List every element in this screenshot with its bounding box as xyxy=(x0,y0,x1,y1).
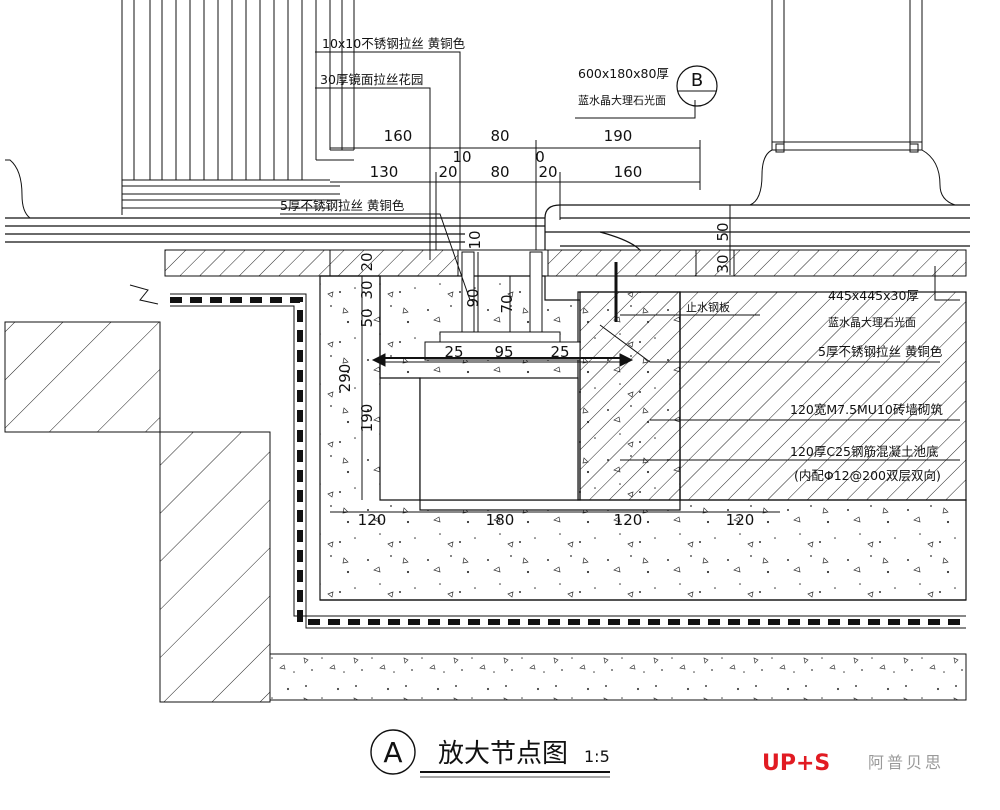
dim-channel-25b: 25 xyxy=(550,343,569,361)
dim-channel-95: 95 xyxy=(494,343,513,361)
section-marker-b: B xyxy=(676,65,718,107)
dim-top-190: 190 xyxy=(604,127,633,145)
dim-row2-20a: 20 xyxy=(438,163,457,181)
callout-marble-1-name: 蓝水晶大理石光面 xyxy=(578,93,666,107)
callout-concrete: 120厚C25钢筋混凝土池底 xyxy=(790,444,939,459)
dim-top-10: 10 xyxy=(452,148,471,166)
title-scale: 1:5 xyxy=(584,747,610,766)
dim-left-290: 290 xyxy=(336,364,354,393)
title-text: 放大节点图 xyxy=(438,739,568,769)
dim-top-160: 160 xyxy=(384,127,413,145)
callouts: 10x10不锈钢拉丝 黄铜色 30厚镜面拉丝花园 600x180x80厚 蓝水晶… xyxy=(280,36,943,483)
brand-ups: UP+S xyxy=(762,751,830,776)
existing-structure xyxy=(4,284,271,703)
leader-lines xyxy=(280,51,960,461)
stainless-channel xyxy=(371,251,634,367)
callout-marble-1-size: 600x180x80厚 xyxy=(578,66,669,81)
dim-channel-70: 70 xyxy=(498,294,516,313)
dim-right-30: 30 xyxy=(714,254,732,273)
dim-row2-80: 80 xyxy=(490,163,509,181)
dim-right-50: 50 xyxy=(714,222,732,241)
dim-left-20: 20 xyxy=(358,252,376,271)
callout-steel-5: 5厚不锈钢拉丝 黄铜色 xyxy=(818,344,943,359)
dim-left-190: 190 xyxy=(358,404,376,433)
dim-channel-25a: 25 xyxy=(444,343,463,361)
dim-row2-130: 130 xyxy=(370,163,399,181)
dim-bottom-120a: 120 xyxy=(358,511,387,529)
callout-steel-strip: 5厚不锈钢拉丝 黄铜色 xyxy=(280,198,405,213)
dim-top-80: 80 xyxy=(490,127,509,145)
dimension-lines xyxy=(330,140,780,513)
dim-top-0: 0 xyxy=(535,148,545,166)
brand-logo: UP+S 阿普贝思 xyxy=(762,751,944,776)
dim-channel-90: 90 xyxy=(464,288,482,307)
callout-marble-2-name: 蓝水晶大理石光面 xyxy=(828,315,916,329)
title-marker: A xyxy=(383,736,402,769)
callout-brick: 120宽M7.5MU10砖墙砌筑 xyxy=(790,402,943,417)
paving-lines xyxy=(5,204,970,251)
dim-left-30: 30 xyxy=(358,280,376,299)
waterproof-membrane xyxy=(170,293,966,629)
callout-rebar: (内配Φ12@200双层双向) xyxy=(794,468,941,483)
dim-bottom-120b: 120 xyxy=(614,511,643,529)
dim-bottom-120c: 120 xyxy=(726,511,755,529)
marble-paving xyxy=(164,249,967,277)
section-marker-b-label: B xyxy=(691,70,703,91)
gravel-base xyxy=(269,653,967,701)
callout-top-a: 10x10不锈钢拉丝 黄铜色 xyxy=(322,36,466,51)
dim-row2-20b: 20 xyxy=(538,163,557,181)
dim-bottom-180: 180 xyxy=(486,511,515,529)
callout-marble-2-size: 445x445x30厚 xyxy=(828,288,919,303)
brand-name: 阿普贝思 xyxy=(868,753,944,772)
callout-waterstop: 止水钢板 xyxy=(686,300,730,314)
upper-structure xyxy=(5,0,956,219)
dim-row2-160: 160 xyxy=(614,163,643,181)
callout-top-b: 30厚镜面拉丝花园 xyxy=(320,72,423,87)
dim-left-50: 50 xyxy=(358,308,376,327)
title-block: A 放大节点图 1:5 xyxy=(370,729,610,778)
dimension-texts: 160 80 190 10 0 130 20 80 20 160 50 30 2… xyxy=(336,127,754,529)
dim-channel-10: 10 xyxy=(466,230,484,249)
